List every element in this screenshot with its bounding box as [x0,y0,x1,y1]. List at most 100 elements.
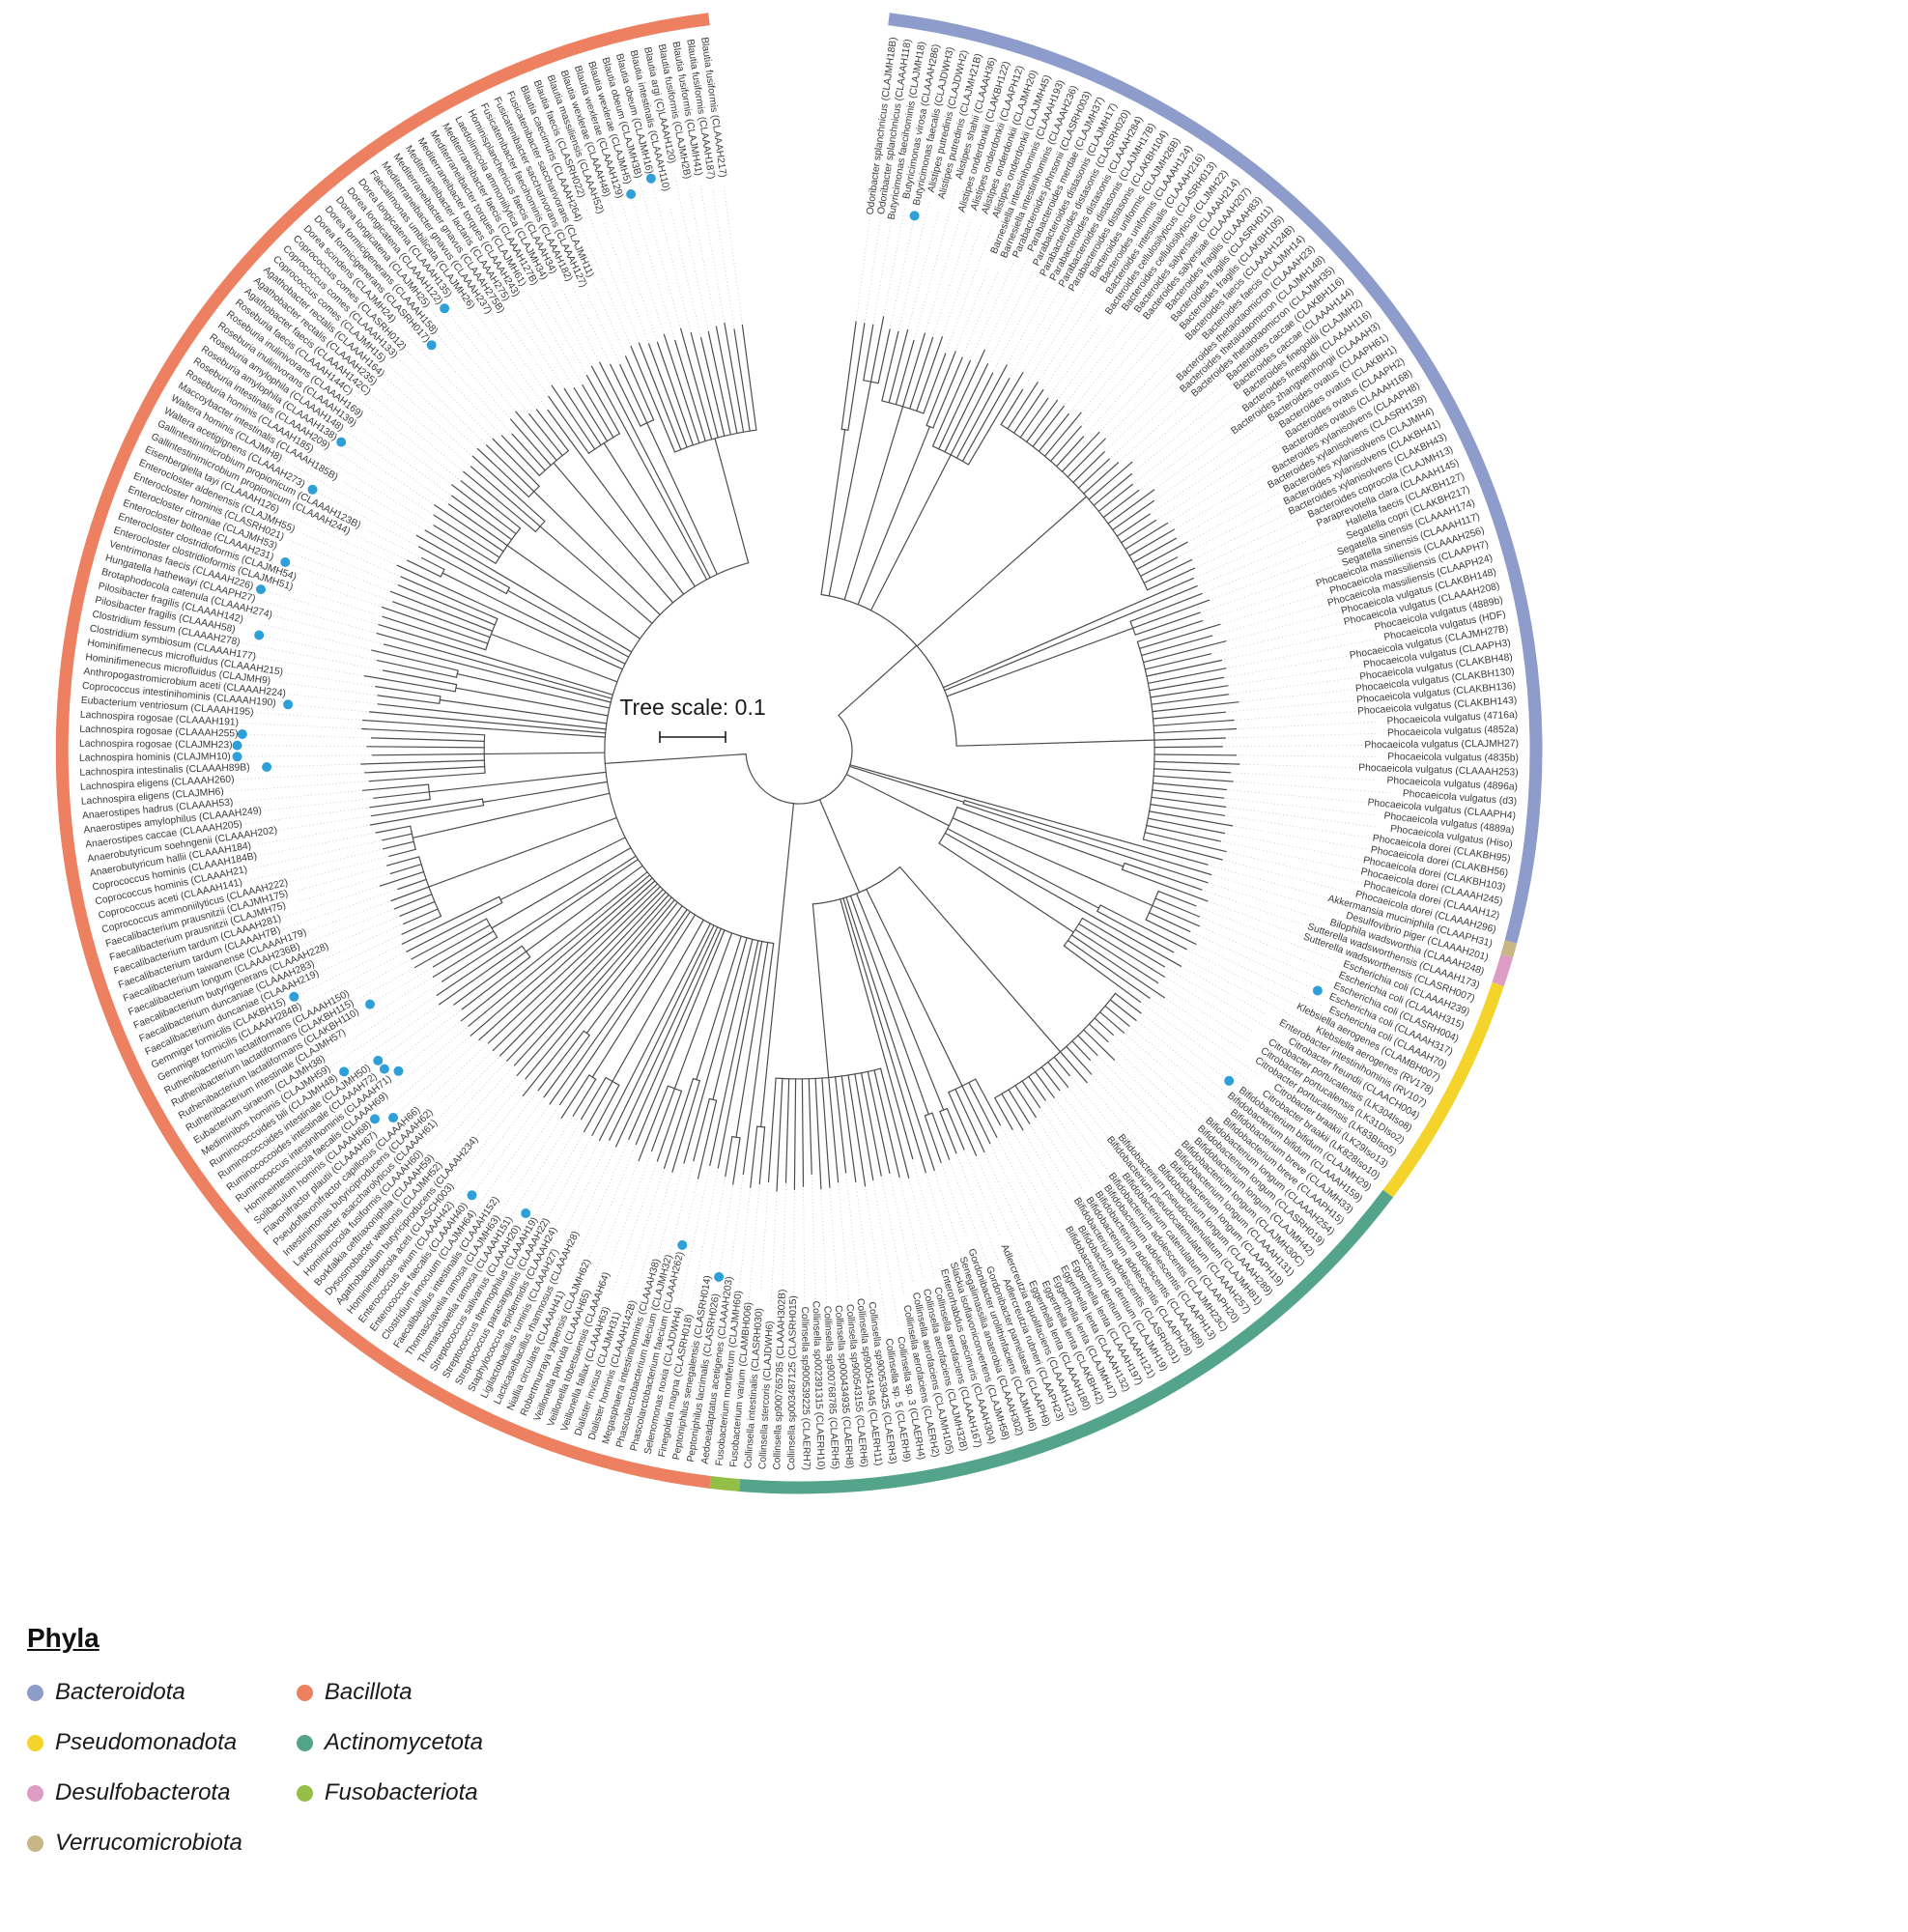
leaf-leader-line [387,1041,477,1122]
isolate-marker-dot [254,630,265,640]
leaf-leader-line [321,982,441,1061]
clade-stem [706,937,748,1080]
isolate-marker-dot [370,1114,380,1124]
clade-stem [632,926,719,1112]
leaf-leader-line [637,174,681,327]
clade-stem [482,781,609,804]
taxon-label: Phocaeicola vulgatus (CLAJMH27) [1364,739,1519,751]
leaf-branch [383,643,502,675]
leaf-branch [1088,1023,1109,1043]
leaf-leader-line [566,1141,628,1281]
leaf-branch [888,328,909,404]
leaf-branch [382,615,487,651]
leaf-branch [424,529,528,591]
leaf-leader-line [1065,315,1134,405]
leaf-branch [1047,1061,1069,1089]
leaf-branch [453,951,527,1006]
leaf-leader-line [377,354,476,447]
leaf-leader-line [258,825,368,845]
clade-stem [557,898,675,1040]
leaf-branch [1071,1040,1092,1062]
leaf-leader-line [443,1066,513,1144]
leaf-leader-line [760,1184,769,1289]
leaf-branch [1149,810,1234,827]
leaf-branch [1059,1051,1088,1084]
leaf-branch [1019,397,1049,439]
leaf-leader-line [1013,1131,1067,1225]
legend-color-dot [27,1684,43,1701]
leaf-branch [1026,399,1059,443]
leaf-branch [1114,992,1142,1014]
phylum-ring-pseudomonadota [1382,981,1504,1198]
leaf-leader-line [467,1099,543,1202]
legend-item-actinomycetota: Actinomycetota [296,1729,483,1756]
leaf-leader-line [899,1179,925,1281]
leaf-branch [793,1078,797,1190]
leaf-branch [767,1077,777,1183]
isolate-marker-dot [714,1271,725,1282]
leaf-leader-line [507,1118,572,1222]
leaf-leader-line [1189,493,1279,542]
leaf-leader-line [236,722,359,729]
leaf-branch [573,387,609,442]
leaf-branch [1134,611,1201,636]
leaf-leader-line [1166,999,1242,1051]
leaf-branch [1014,1085,1037,1119]
leaf-branch [1153,737,1227,741]
leaf-branch [492,996,549,1052]
leaf-leader-line [1213,875,1339,914]
leaf-branch [1147,668,1227,684]
leaf-branch [441,947,496,982]
leaf-branch [1078,923,1166,978]
leaf-leader-line [1157,437,1286,520]
clade-stem [673,932,733,1090]
leaf-leader-line [439,1077,516,1166]
leaf-leader-line [1011,289,1061,377]
isolate-marker-dot [393,1065,404,1076]
leaf-leader-line [1082,317,1161,412]
leaf-branch [867,1070,891,1175]
leaf-leader-line [1008,284,1051,363]
clade-stem [952,817,1153,907]
leaf-leader-line [1214,604,1324,636]
legend-item-pseudomonadota: Pseudomonadota [27,1729,242,1756]
leaf-leader-line [341,428,447,503]
leaf-branch [460,958,539,1022]
isolate-marker-dot [440,303,450,314]
leaf-leader-line [1228,732,1378,739]
leaf-leader-line [387,379,471,455]
leaf-branch [386,856,420,867]
clade-stem [869,454,952,611]
leaf-branch [1148,912,1191,933]
leaf-leader-line [586,1147,636,1263]
leaf-leader-line [699,185,725,321]
leaf-leader-line [1211,554,1333,600]
leaf-branch [609,1046,656,1141]
legend-color-dot [296,1734,313,1751]
leaf-branch [619,363,648,424]
phylum-stem [604,753,747,764]
leaf-leader-line [1179,488,1266,538]
clade-stem [412,792,611,838]
leaf-leader-line [890,1176,914,1283]
leaf-branch [674,339,706,442]
clade-stem [866,888,963,1087]
leaf-leader-line [591,1163,639,1281]
leaf-branch [1143,558,1193,584]
clade-stem [857,426,931,606]
isolate-marker-dot [336,437,347,447]
leaf-leader-line [962,270,999,355]
leaf-branch [932,356,963,429]
leaf-branch [948,1092,978,1156]
leaf-leader-line [728,1177,744,1281]
clade-stem [593,911,692,1056]
leaf-leader-line [395,1027,467,1088]
leaf-branch [580,1076,607,1121]
leaf-branch [1081,917,1166,968]
leaf-leader-line [1070,1077,1120,1136]
leaf-leader-line [909,1180,935,1278]
leaf-branch [560,1074,590,1120]
leaf-leader-line [1125,1034,1221,1118]
